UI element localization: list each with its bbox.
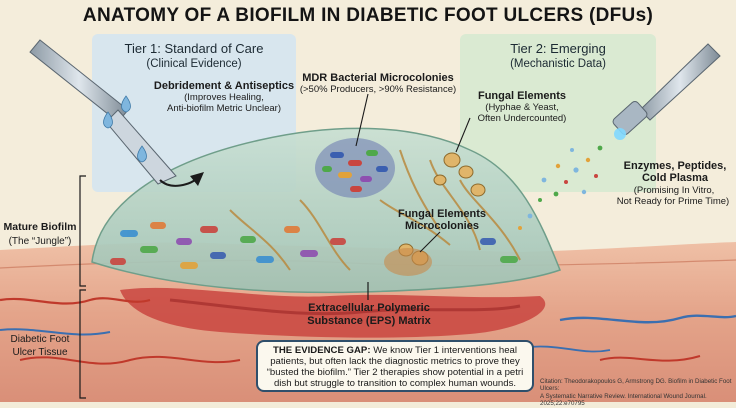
ulcer-tissue-line1: Diabetic Foot bbox=[10, 334, 70, 345]
evidence-gap-text: We know Tier 1 interventions heal patien… bbox=[266, 345, 524, 390]
plasma-device bbox=[612, 43, 721, 140]
evidence-gap-box: THE EVIDENCE GAP: We know Tier 1 interve… bbox=[256, 340, 534, 392]
tier1-subheading: (Clinical Evidence) bbox=[146, 58, 242, 70]
fungal-micro-line1: Fungal Elements bbox=[397, 208, 487, 220]
antiseptic-drops bbox=[103, 95, 147, 163]
fungal-micro-line2: Microcolonies bbox=[405, 220, 479, 232]
debridement-line1: (Improves Healing, bbox=[184, 92, 264, 103]
fungal-line2: Often Undercounted) bbox=[477, 113, 567, 124]
ulcer-tissue-line2: Ulcer Tissue bbox=[12, 347, 68, 358]
mature-biofilm-sub: (The “Jungle”) bbox=[8, 236, 72, 247]
citation-line2: A Systematic Narrative Review. Internati… bbox=[540, 392, 707, 408]
debridement-line2: Anti-biofilm Metric Unclear) bbox=[166, 103, 282, 114]
enzymes-line3: (Promising In Vitro, bbox=[633, 185, 715, 196]
bacteria bbox=[322, 150, 388, 192]
tier2-panel bbox=[460, 34, 656, 192]
enzymes-line2: Cold Plasma bbox=[641, 172, 709, 184]
mature-biofilm-bracket bbox=[79, 175, 86, 287]
evidence-gap-heading: THE EVIDENCE GAP: bbox=[272, 345, 371, 356]
mature-biofilm-label: Mature Biofilm bbox=[3, 221, 77, 233]
ulcer-tissue-bracket bbox=[79, 289, 86, 399]
tier2-subheading: (Mechanistic Data) bbox=[510, 58, 606, 70]
fungal-microcolony bbox=[384, 248, 432, 276]
mdr-line1: (>50% Producers, >90% Resistance) bbox=[299, 84, 457, 95]
citation: Citation: Theodorakopoulos G, Armstrong … bbox=[540, 378, 734, 408]
eps-line1: Extracellular Polymeric bbox=[308, 302, 430, 314]
citation-line1: Citation: Theodorakopoulos G, Armstrong … bbox=[540, 378, 732, 393]
tier2-heading: Tier 2: Emerging bbox=[510, 41, 606, 56]
page-title: ANATOMY OF A BIOFILM IN DIABETIC FOOT UL… bbox=[82, 5, 654, 26]
fungal-line1: (Hyphae & Yeast, bbox=[485, 102, 559, 113]
spray-particles bbox=[518, 145, 603, 230]
eps-line2: Substance (EPS) Matrix bbox=[307, 315, 431, 327]
fungal-title: Fungal Elements bbox=[477, 90, 567, 102]
enzymes-line1: Enzymes, Peptides, bbox=[623, 160, 727, 172]
biofilm-dome bbox=[91, 127, 561, 294]
mdr-title: MDR Bacterial Microcolonies bbox=[302, 72, 454, 84]
tier1-heading: Tier 1: Standard of Care bbox=[124, 41, 264, 56]
fungal-hyphae bbox=[229, 149, 521, 271]
enzymes-line4: Not Ready for Prime Time) bbox=[616, 196, 730, 207]
debridement-title: Debridement & Antiseptics bbox=[153, 80, 295, 92]
matrix-bacteria bbox=[110, 222, 518, 269]
